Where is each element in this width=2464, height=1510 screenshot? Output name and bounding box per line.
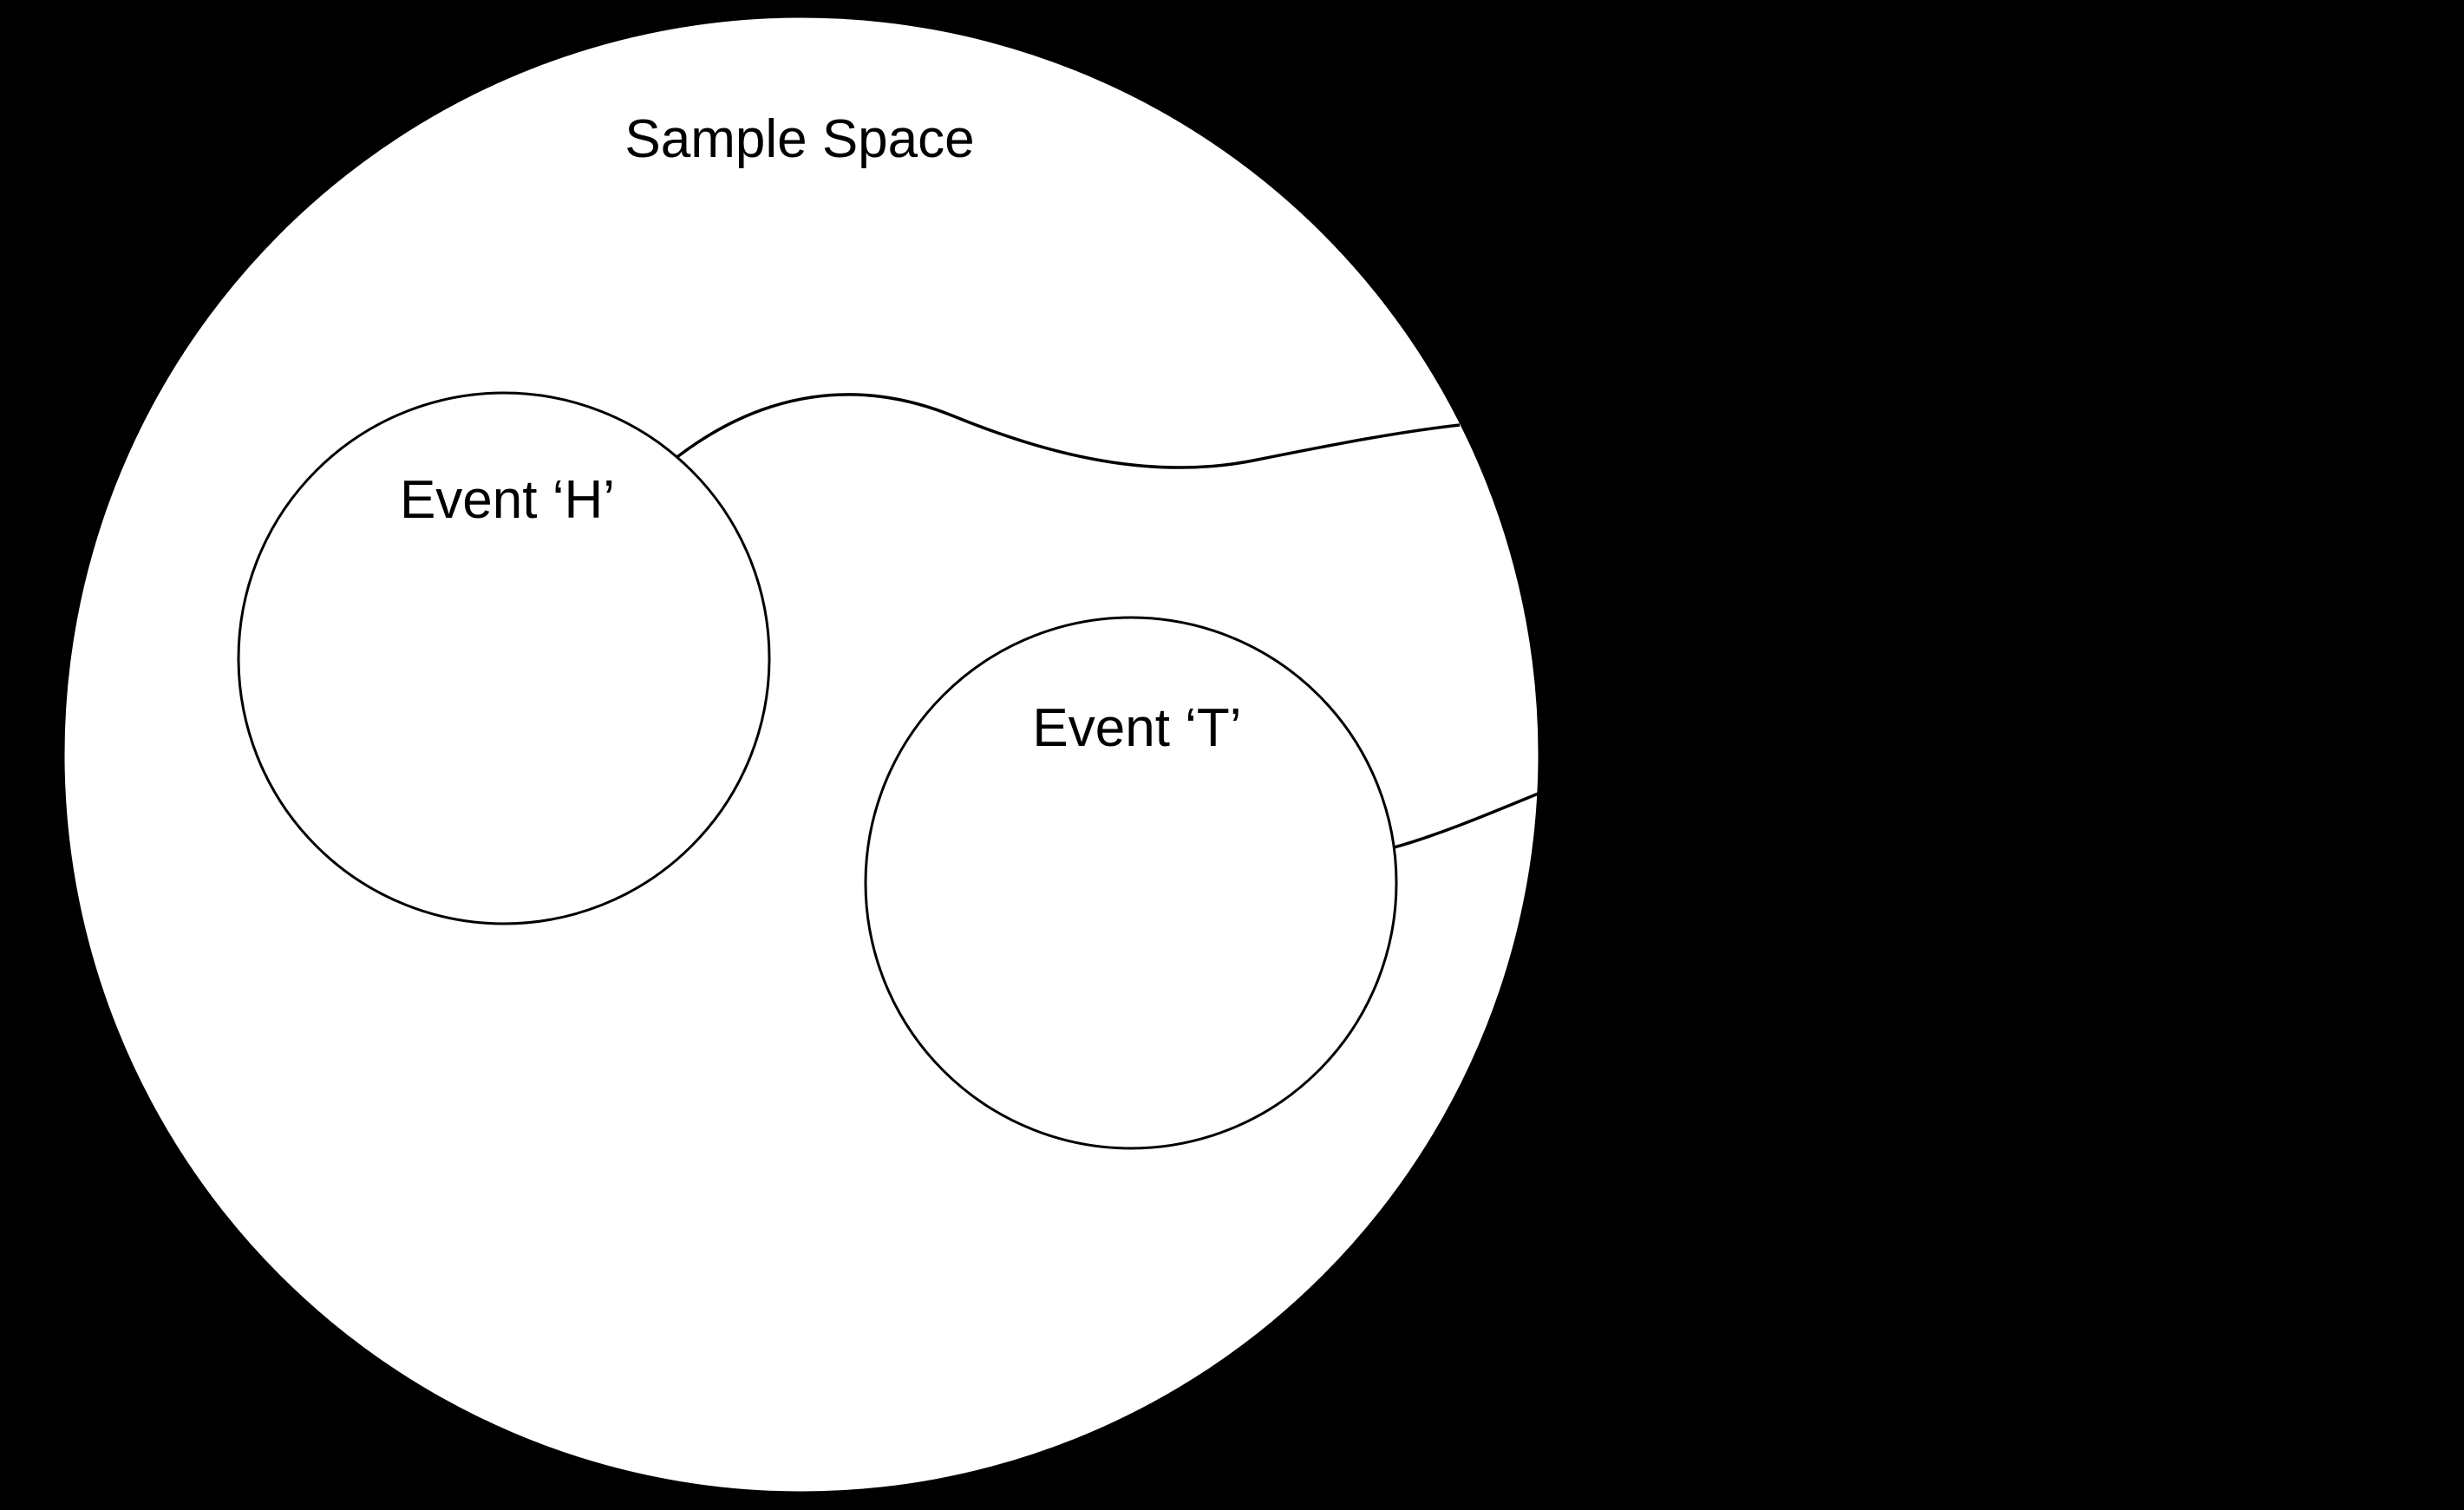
event-h-circle — [237, 391, 771, 925]
event-t-circle — [864, 616, 1398, 1150]
leader-line-event-t — [1390, 791, 1541, 850]
sample-space-label: Sample Space — [624, 109, 974, 169]
leader-line-event-h — [673, 393, 1461, 469]
event-h-label: Event ‘H’ — [400, 470, 615, 530]
event-t-label: Event ‘T’ — [1032, 698, 1241, 758]
